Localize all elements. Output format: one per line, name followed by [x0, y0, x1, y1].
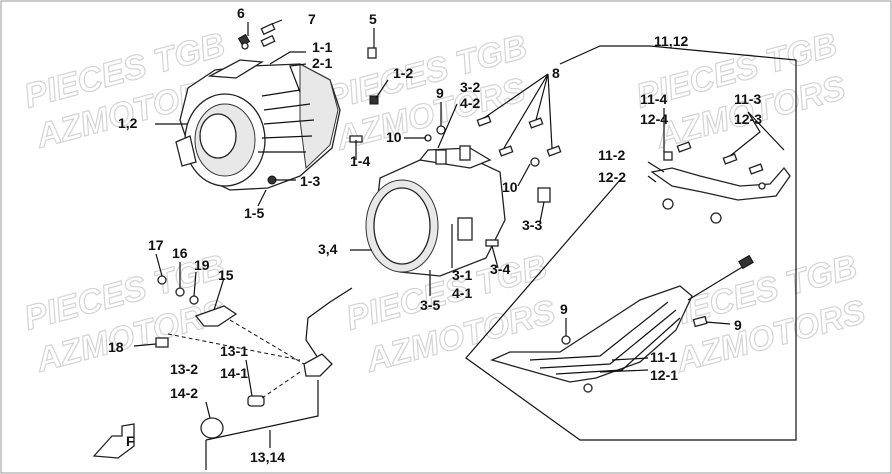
label-1-2: 1-2 — [393, 65, 413, 81]
label-13-14: 13,14 — [250, 449, 285, 465]
connector-symbol: F — [92, 423, 135, 459]
screw-group-top — [237, 22, 379, 105]
label-16: 16 — [172, 245, 188, 261]
label-10b: 10 — [502, 179, 518, 195]
headlight-assembly-right — [365, 145, 506, 277]
label-1-1: 1-1 — [312, 39, 332, 55]
label-11-1: 11-1 — [650, 349, 677, 365]
label-8: 8 — [552, 65, 560, 81]
label-17: 17 — [148, 237, 164, 253]
label-1-5: 1-5 — [244, 205, 264, 221]
label-10a: 10 — [386, 129, 402, 145]
label-18: 18 — [108, 339, 124, 355]
label-3-2: 3-2 — [460, 79, 480, 95]
label-7: 7 — [308, 11, 316, 27]
label-11-2: 11-2 — [598, 147, 625, 163]
label-3-4b: 3,4 — [318, 241, 338, 257]
label-4-1: 4-1 — [452, 285, 472, 301]
label-14-1: 14-1 — [220, 365, 248, 381]
label-11-3: 11-3 — [734, 91, 761, 107]
label-13-2: 13-2 — [170, 361, 198, 377]
label-12-4: 12-4 — [640, 111, 668, 127]
label-12-3: 12-3 — [734, 111, 762, 127]
label-4-2: 4-2 — [460, 95, 480, 111]
leader-lines — [133, 19, 797, 470]
label-9b: 9 — [560, 301, 568, 317]
label-19: 19 — [194, 257, 210, 273]
label-1-4: 1-4 — [350, 153, 370, 169]
label-5: 5 — [369, 11, 377, 27]
label-1-2b: 1,2 — [118, 115, 138, 131]
label-6: 6 — [237, 5, 245, 21]
label-3-4: 3-4 — [490, 261, 510, 277]
bracket-upper — [650, 141, 791, 224]
callout-labels: 6 7 5 1-1 2-1 1-2 1,2 9 3-2 4-2 8 11,12 … — [108, 5, 762, 465]
label-2-1: 2-1 — [312, 55, 332, 71]
label-11-4: 11-4 — [640, 91, 667, 107]
headlight-assembly-left — [175, 59, 341, 191]
label-15: 15 — [218, 267, 234, 283]
label-1-3: 1-3 — [300, 173, 320, 189]
label-12-1: 12-1 — [650, 367, 678, 383]
label-3-1: 3-1 — [452, 267, 472, 283]
screw-group-right — [349, 115, 562, 247]
label-14-2: 14-2 — [170, 385, 198, 401]
label-11-12: 11,12 — [654, 33, 688, 49]
label-F: F — [126, 433, 135, 449]
label-3-3: 3-3 — [522, 217, 542, 233]
label-3-5: 3-5 — [420, 297, 440, 313]
label-9a: 9 — [436, 85, 444, 101]
label-12-2: 12-2 — [598, 169, 626, 185]
small-parts-left — [155, 275, 353, 439]
label-9c: 9 — [734, 317, 742, 333]
label-13-1: 13-1 — [220, 343, 248, 359]
